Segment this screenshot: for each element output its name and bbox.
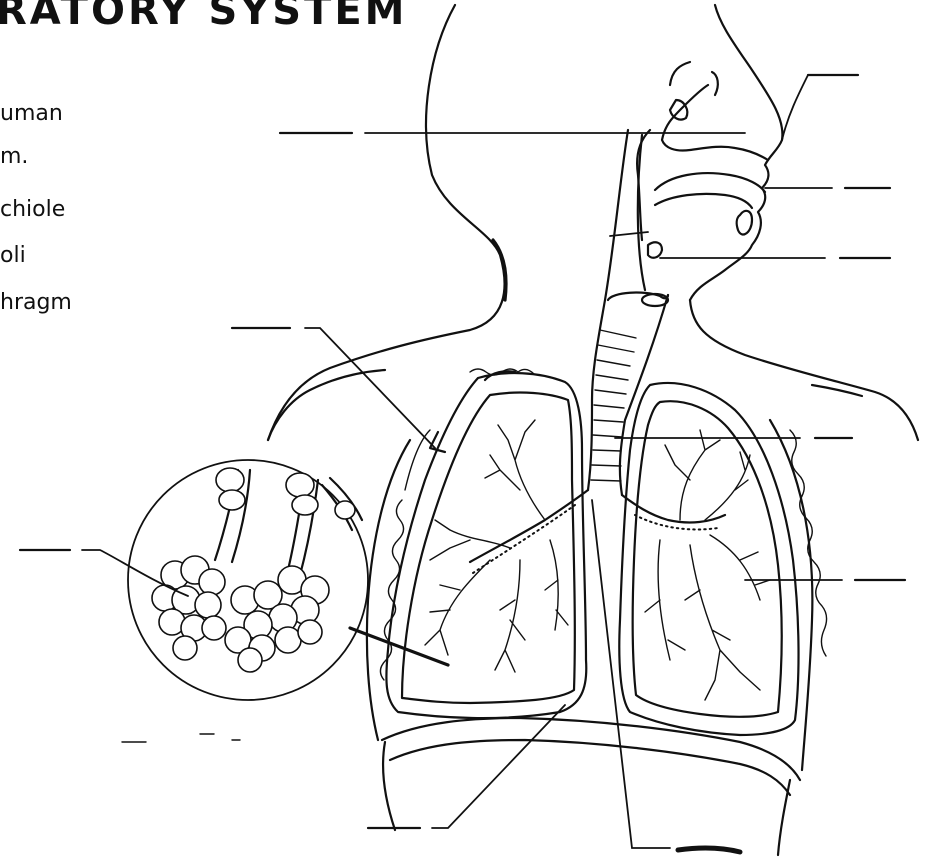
- pleural-membrane: [380, 369, 826, 680]
- worksheet-title: RATORY SYSTEM: [0, 0, 407, 34]
- word-bank-term-2: oli: [0, 243, 26, 268]
- magnifier-pointer: [350, 628, 448, 665]
- bronchi: [470, 490, 725, 575]
- word-bank-term-1: chiole: [0, 197, 65, 222]
- word-bank-term-3: hragm: [0, 290, 72, 315]
- right-lung: [619, 383, 812, 770]
- diaphragm: [382, 718, 800, 855]
- label-blank-bronchus: [592, 500, 740, 852]
- instruction-line-1: uman: [0, 101, 63, 126]
- label-blank-diaphragm: [368, 705, 565, 828]
- label-blank-nostril: [782, 75, 858, 140]
- bronchiole-branches: [425, 420, 770, 700]
- scan-marks: [122, 734, 240, 742]
- instruction-line-2: m.: [0, 144, 28, 169]
- trachea-tube: [588, 130, 668, 495]
- left-lung: [367, 371, 586, 740]
- alveoli-magnifier: [128, 460, 368, 700]
- head-profile: [637, 5, 782, 300]
